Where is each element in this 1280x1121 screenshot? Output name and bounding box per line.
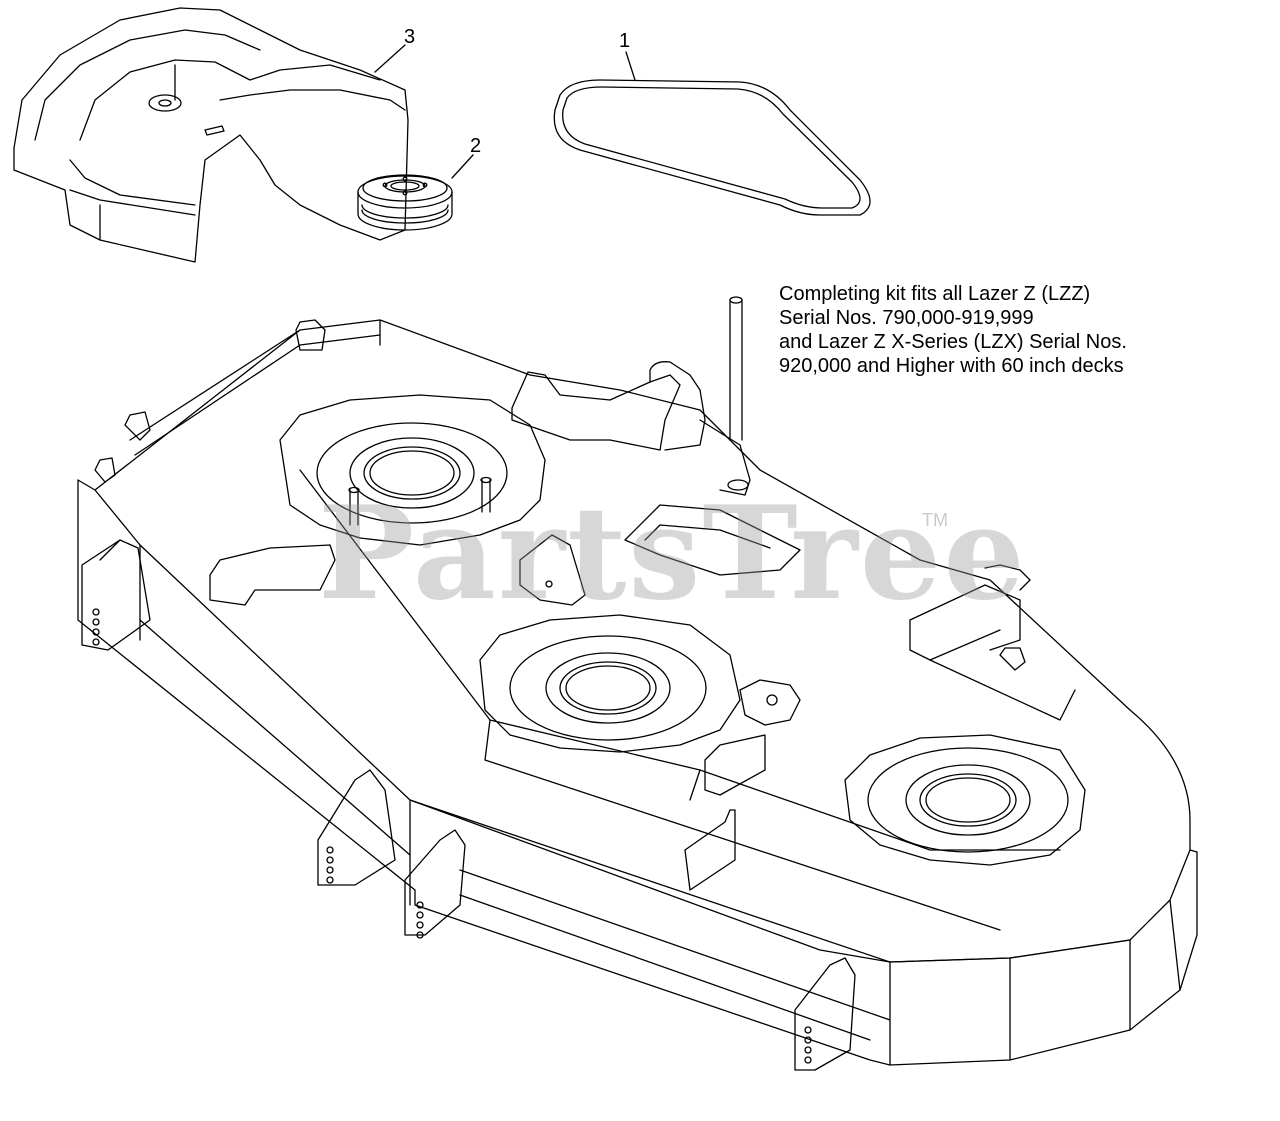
callout-leader-2 <box>451 154 474 179</box>
callout-leader-3 <box>374 44 406 73</box>
callout-1: 1 <box>619 30 631 52</box>
callout-leader-1 <box>625 51 636 81</box>
belt-part[interactable] <box>553 79 871 216</box>
note-line: Completing kit fits all Lazer Z (LZZ) <box>779 283 1091 305</box>
note-line: and Lazer Z X-Series (LZX) Serial Nos. <box>779 331 1127 353</box>
pulley-part[interactable] <box>357 174 453 231</box>
watermark-trademark: TM <box>922 510 948 530</box>
watermark: PartsTree <box>318 479 1027 629</box>
callout-2: 2 <box>470 135 482 157</box>
front-center-bracket[interactable] <box>317 769 466 939</box>
note-line: 920,000 and Higher with 60 inch decks <box>779 355 1124 377</box>
front-right-bracket[interactable] <box>794 957 856 1071</box>
callout-3: 3 <box>404 26 416 48</box>
kit-fitment-note: Completing kit fits all Lazer Z (LZZ) Se… <box>779 282 1127 378</box>
front-left-bracket[interactable] <box>81 539 151 651</box>
rear-hanger-tabs[interactable] <box>94 319 1026 671</box>
mower-deck-housing[interactable] <box>77 296 1198 1066</box>
deck-cover-part[interactable] <box>13 7 409 263</box>
note-line: Serial Nos. 790,000-919,999 <box>779 307 1034 329</box>
